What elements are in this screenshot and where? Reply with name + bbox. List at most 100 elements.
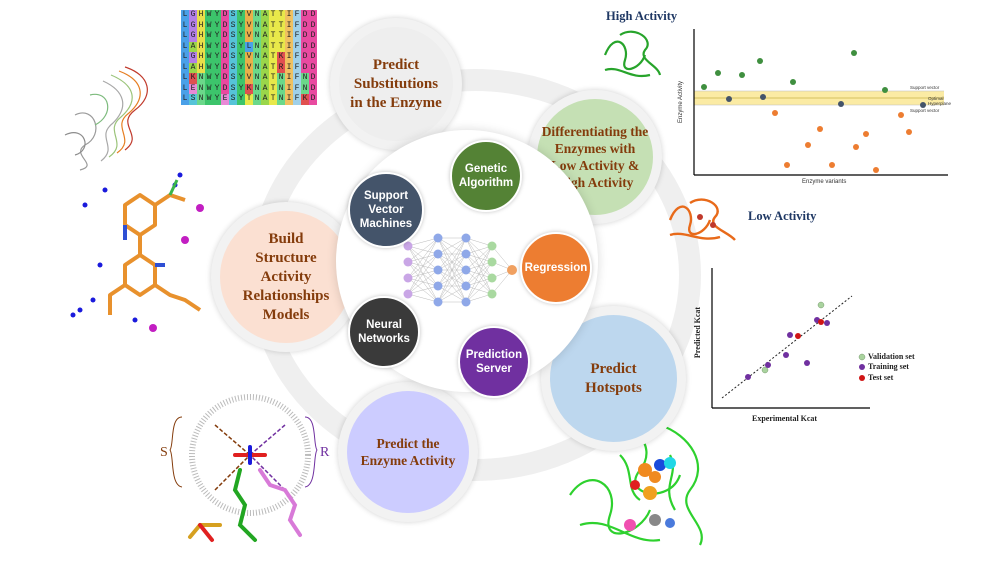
residue-cell: N — [253, 20, 261, 31]
residue-cell: A — [189, 62, 197, 73]
chirality-s-label: S — [160, 445, 168, 460]
neural-networks-circle[interactable]: Neural Networks — [348, 296, 420, 368]
residue-cell: T — [245, 94, 253, 105]
genetic-algorithm-circle[interactable]: Genetic Algorithm — [450, 140, 522, 212]
svm-hyperplane-label: Optimal Hyperplane — [928, 96, 952, 106]
residue-cell: Y — [213, 62, 221, 73]
predict-substitutions-circle[interactable]: Predict Substitutions in the Enzyme — [330, 18, 462, 150]
residue-cell: D — [309, 41, 317, 52]
residue-cell: D — [221, 52, 229, 63]
residue-cell: N — [253, 62, 261, 73]
nn-node — [461, 297, 471, 307]
chirality-diagram: S R — [160, 394, 335, 560]
nn-node — [433, 265, 443, 275]
build-models-text: Build Structure Activity Relationships M… — [242, 230, 330, 323]
residue-cell: Y — [237, 83, 245, 94]
nn-edge — [407, 293, 439, 303]
prediction-server-circle[interactable]: Prediction Server — [458, 326, 530, 398]
residue-cell: D — [301, 52, 309, 63]
residue-cell: D — [221, 73, 229, 84]
residue-cell: H — [197, 41, 205, 52]
nn-edge — [465, 277, 493, 303]
residue-cell: N — [253, 94, 261, 105]
residue-cell: N — [253, 73, 261, 84]
nn-edge — [437, 253, 467, 303]
residue-cell: T — [269, 94, 277, 105]
residue-cell: N — [253, 10, 261, 21]
regression-circle[interactable]: Regression — [520, 232, 592, 304]
residue-cell: S — [229, 52, 237, 63]
residue-cell: W — [205, 83, 213, 94]
residue-cell: W — [205, 52, 213, 63]
residue-cell: A — [261, 10, 269, 21]
svm-lower-support-label: Support vector — [910, 108, 940, 113]
residue-cell: N — [277, 94, 285, 105]
nn-edge — [407, 253, 439, 295]
nn-edge — [465, 237, 493, 247]
nn-edge — [437, 237, 467, 271]
residue-cell: S — [229, 83, 237, 94]
nn-edge — [491, 245, 513, 271]
predict-activity-circle[interactable]: Predict the Enzyme Activity — [338, 382, 478, 522]
residue-cell: Y — [237, 41, 245, 52]
nn-node — [487, 241, 497, 251]
residue-cell: L — [181, 10, 189, 21]
residue-cell: A — [261, 94, 269, 105]
nn-node — [461, 281, 471, 291]
residue-cell: D — [301, 20, 309, 31]
residue-cell: I — [285, 94, 293, 105]
residue-cell: A — [189, 41, 197, 52]
residue-cell: T — [269, 20, 277, 31]
svm-scatter-plot: Support vector Optimal Hyperplane Suppor… — [678, 25, 952, 195]
differentiating-text: Differentiating the Enzymes with Low Act… — [541, 124, 649, 190]
protein-structure-image — [64, 66, 148, 171]
residue-cell: G — [189, 52, 197, 63]
residue-cell: L — [181, 20, 189, 31]
residue-cell: T — [277, 41, 285, 52]
residue-cell: A — [261, 20, 269, 31]
residue-cell: S — [229, 10, 237, 21]
nn-edge — [465, 293, 493, 303]
hotspot-protein-image — [569, 423, 703, 546]
residue-cell: T — [269, 31, 277, 42]
nn-node — [461, 249, 471, 259]
nn-node — [487, 257, 497, 267]
residue-cell: Y — [237, 94, 245, 105]
nn-edge — [407, 237, 439, 295]
residue-cell: W — [205, 73, 213, 84]
residue-cell: F — [293, 94, 301, 105]
genetic-algorithm-text: Genetic Algorithm — [458, 163, 514, 189]
nn-edge — [465, 245, 493, 271]
svm-x-axis-label: Enzyme variants — [802, 179, 847, 185]
nn-edge — [407, 269, 439, 295]
kcat-y-axis-label: Predicted Kcat — [693, 306, 703, 359]
residue-cell: I — [285, 31, 293, 42]
residue-cell: T — [277, 10, 285, 21]
svm-upper-support-label: Support vector — [910, 85, 940, 90]
residue-cell: N — [197, 73, 205, 84]
residue-cell: D — [221, 41, 229, 52]
nn-edge — [465, 245, 493, 303]
legend-training-set: Training set — [868, 362, 909, 371]
residue-cell: T — [269, 10, 277, 21]
svm-circle[interactable]: Support Vector Machines — [348, 172, 424, 248]
residue-cell: Y — [213, 83, 221, 94]
nn-edge — [437, 285, 467, 303]
residue-cell: G — [189, 10, 197, 21]
residue-cell: Y — [213, 94, 221, 105]
predict-activity-text: Predict the Enzyme Activity — [360, 436, 456, 468]
residue-cell: A — [261, 73, 269, 84]
nn-edge — [407, 237, 439, 263]
residue-cell: S — [229, 41, 237, 52]
residue-cell: H — [197, 62, 205, 73]
ligand-molecule-image — [70, 172, 204, 332]
nn-edge — [407, 237, 439, 247]
residue-cell: W — [205, 31, 213, 42]
residue-cell: D — [221, 10, 229, 21]
nn-node — [403, 273, 413, 283]
nn-edge — [437, 237, 467, 303]
